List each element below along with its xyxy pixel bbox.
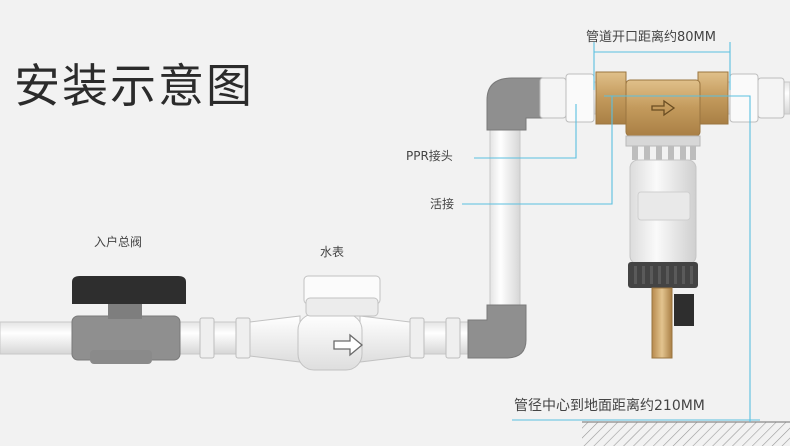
top-elbow (486, 77, 549, 131)
main-valve (71, 276, 186, 364)
main-valve-label: 入户总阀 (94, 235, 143, 249)
page-title: 安装示意图 (14, 59, 254, 113)
ppr-joint-left (539, 77, 567, 119)
flow-arrow-icon (651, 99, 676, 117)
opening-distance-label: 管道开口距离约80MM (586, 30, 716, 45)
riser-pipe (489, 107, 521, 339)
pre-filter (625, 79, 701, 359)
union-right-ring (445, 317, 461, 359)
union-left-ring (235, 317, 251, 359)
brass-nut-right (697, 71, 729, 125)
ground-height-label: 管径中心到地面距离约210MM (514, 398, 705, 414)
union-top-right (729, 73, 759, 123)
flow-arrow-icon (333, 333, 364, 357)
ppr-joint-label: PPR接头 (406, 149, 453, 163)
water-meter (249, 275, 411, 371)
ppr-joint-right (757, 77, 785, 119)
leader-lines (462, 42, 760, 422)
union-top-left (565, 73, 595, 123)
brass-nut-left (595, 71, 627, 125)
bottom-elbow (467, 304, 527, 359)
union-left (199, 317, 215, 359)
water-meter-label: 水表 (320, 245, 345, 259)
union-right (409, 317, 425, 359)
union-label: 活接 (430, 197, 455, 211)
ground-hatch (582, 421, 790, 446)
